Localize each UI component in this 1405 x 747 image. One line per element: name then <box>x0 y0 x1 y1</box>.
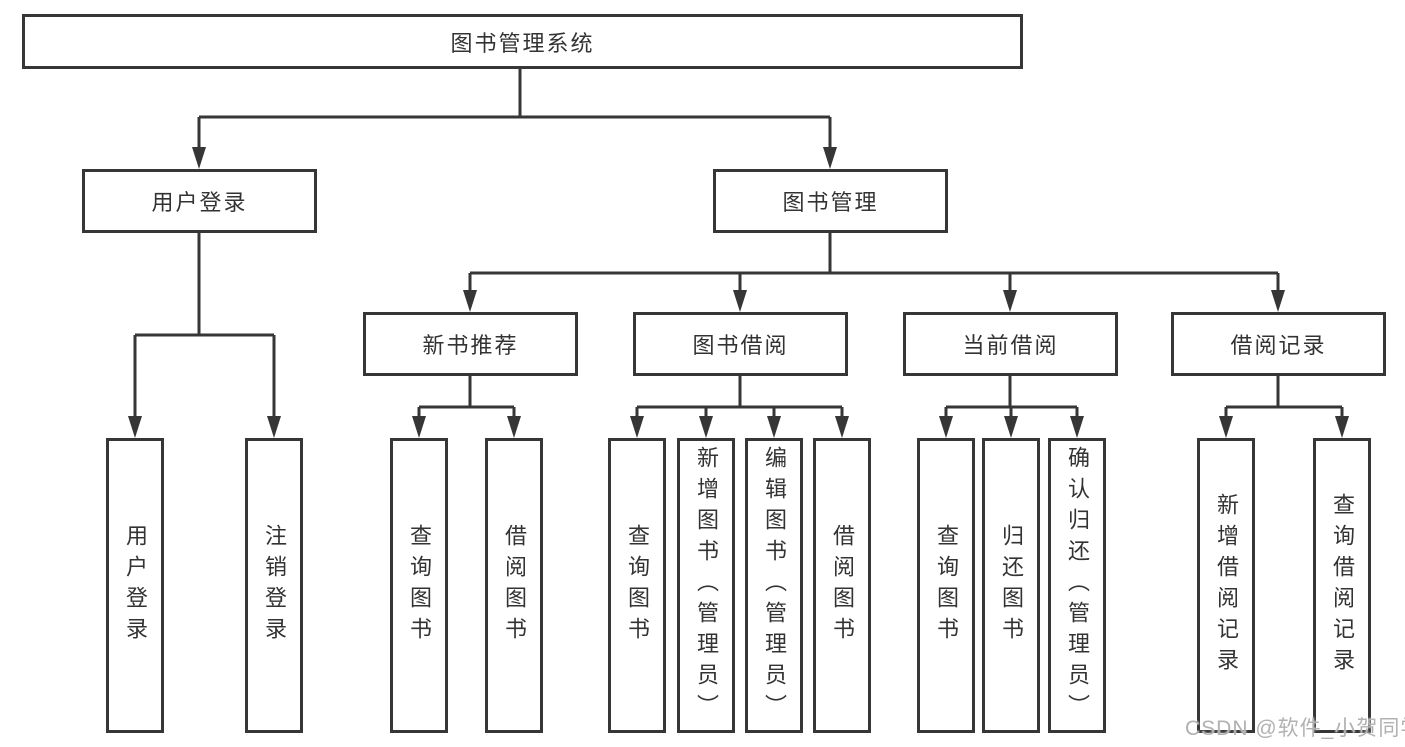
leaf-add-borrow-record-label: 新增借阅记录 <box>1214 492 1239 679</box>
leaf-confirm-return-admin-label: 确认归还（管理员） <box>1065 446 1090 725</box>
node-user-login-label: 用户登录 <box>151 190 248 215</box>
arrowheads <box>128 147 1349 438</box>
node-borrow-records-label: 借阅记录 <box>1230 333 1327 358</box>
leaf-query-books-borrowing: 查询图书 <box>608 438 666 733</box>
leaf-edit-books-admin-label: 编辑图书（管理员） <box>762 446 787 725</box>
leaf-add-books-admin: 新增图书（管理员） <box>677 438 735 733</box>
node-current-borrowing: 当前借阅 <box>903 312 1118 376</box>
node-book-borrowing: 图书借阅 <box>633 312 848 376</box>
leaf-user-login: 用户登录 <box>106 438 164 733</box>
leaf-return-books-label: 归还图书 <box>999 523 1024 648</box>
leaf-borrow-books: 借阅图书 <box>813 438 871 733</box>
node-book-management-label: 图书管理 <box>782 190 879 215</box>
node-new-book-recommend-label: 新书推荐 <box>422 333 519 358</box>
node-new-book-recommend: 新书推荐 <box>363 312 578 376</box>
leaf-query-books-current: 查询图书 <box>917 438 975 733</box>
leaf-confirm-return-admin: 确认归还（管理员） <box>1048 438 1106 733</box>
csdn-watermark: CSDN @软件_小贺同学 <box>1185 717 1405 740</box>
leaf-query-books-current-label: 查询图书 <box>934 523 959 648</box>
leaf-query-books-borrowing-label: 查询图书 <box>625 523 650 648</box>
leaf-query-borrow-record: 查询借阅记录 <box>1313 438 1371 733</box>
leaf-add-borrow-record: 新增借阅记录 <box>1197 438 1255 733</box>
leaf-borrow-books-recommend-label: 借阅图书 <box>502 523 527 648</box>
node-book-borrowing-label: 图书借阅 <box>692 333 789 358</box>
leaf-edit-books-admin: 编辑图书（管理员） <box>745 438 803 733</box>
node-current-borrowing-label: 当前借阅 <box>962 333 1059 358</box>
leaf-logout: 注销登录 <box>245 438 303 733</box>
leaf-query-books-recommend-label: 查询图书 <box>407 523 432 648</box>
leaf-borrow-books-recommend: 借阅图书 <box>485 438 543 733</box>
leaf-logout-label: 注销登录 <box>262 523 287 648</box>
node-book-management: 图书管理 <box>713 169 948 233</box>
leaf-return-books: 归还图书 <box>982 438 1040 733</box>
node-root-label: 图书管理系统 <box>450 30 595 56</box>
leaf-query-books-recommend: 查询图书 <box>390 438 448 733</box>
node-user-login: 用户登录 <box>82 169 317 233</box>
leaf-borrow-books-label: 借阅图书 <box>830 523 855 648</box>
node-root-system: 图书管理系统 <box>22 14 1023 69</box>
leaf-user-login-label: 用户登录 <box>123 523 148 648</box>
node-borrow-records: 借阅记录 <box>1171 312 1386 376</box>
leaf-query-borrow-record-label: 查询借阅记录 <box>1330 492 1355 679</box>
leaf-add-books-admin-label: 新增图书（管理员） <box>694 446 719 725</box>
